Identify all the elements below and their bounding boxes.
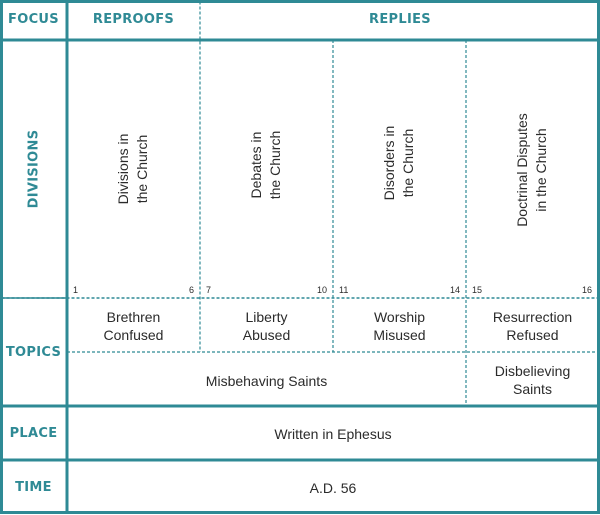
place-value: Written in Ephesus	[274, 426, 392, 442]
topic-4-line-2: Refused	[506, 327, 559, 343]
division-1: Divisions in the Church	[114, 134, 152, 205]
division-2-line-2: the Church	[267, 130, 283, 200]
topic-3-line-2: Misused	[373, 327, 426, 343]
division-3-line-2: the Church	[400, 128, 416, 198]
division-1-start: 1	[73, 285, 79, 295]
division-1-end: 6	[189, 285, 195, 295]
topic-2-line-1: Liberty	[245, 309, 288, 325]
topic-disbelieving-saints: Disbelieving Saints	[466, 362, 599, 398]
row-label-topics: TOPICS	[5, 345, 62, 360]
time-value: A.D. 56	[309, 480, 357, 496]
row-label-divisions: DIVISIONS	[26, 129, 42, 209]
division-2: Debates in the Church	[247, 131, 285, 199]
focus-replies: REPLIES	[369, 12, 431, 27]
division-1-line-1: Divisions in	[115, 133, 131, 205]
topic-disbelieving-line-1: Disbelieving	[494, 363, 571, 379]
division-2-start: 7	[206, 285, 212, 295]
topic-2-line-2: Abused	[242, 327, 291, 343]
division-2-line-1: Debates in	[248, 131, 264, 199]
topic-misbehaving-saints: Misbehaving Saints	[205, 373, 328, 389]
focus-reproofs: REPROOFS	[92, 12, 175, 27]
topic-3-line-1: Worship	[373, 309, 426, 325]
topic-1-line-1: Brethren	[106, 309, 161, 325]
row-label-place: PLACE	[9, 426, 58, 441]
division-2-end: 10	[317, 285, 328, 295]
division-4-line-2: in the Church	[533, 128, 549, 212]
row-label-time: TIME	[15, 480, 52, 495]
division-3-line-1: Disorders in	[381, 125, 397, 201]
topic-2: Liberty Abused	[200, 308, 333, 344]
division-4-end: 16	[582, 285, 593, 295]
division-4-line-1: Doctrinal Disputes	[514, 113, 530, 227]
division-4-start: 15	[472, 285, 483, 295]
topic-4: Resurrection Refused	[466, 308, 599, 344]
topic-4-line-1: Resurrection	[492, 309, 573, 325]
row-label-focus: FOCUS	[8, 12, 59, 27]
division-3: Disorders in the Church	[380, 126, 418, 201]
division-1-line-2: the Church	[134, 134, 150, 204]
topic-3: Worship Misused	[333, 308, 466, 344]
topic-1: Brethren Confused	[67, 308, 200, 344]
division-4: Doctrinal Disputes in the Church	[513, 113, 551, 227]
division-3-start: 11	[339, 285, 349, 295]
topic-1-line-2: Confused	[103, 327, 164, 343]
topic-disbelieving-line-2: Saints	[513, 381, 552, 397]
division-3-end: 14	[450, 285, 461, 295]
